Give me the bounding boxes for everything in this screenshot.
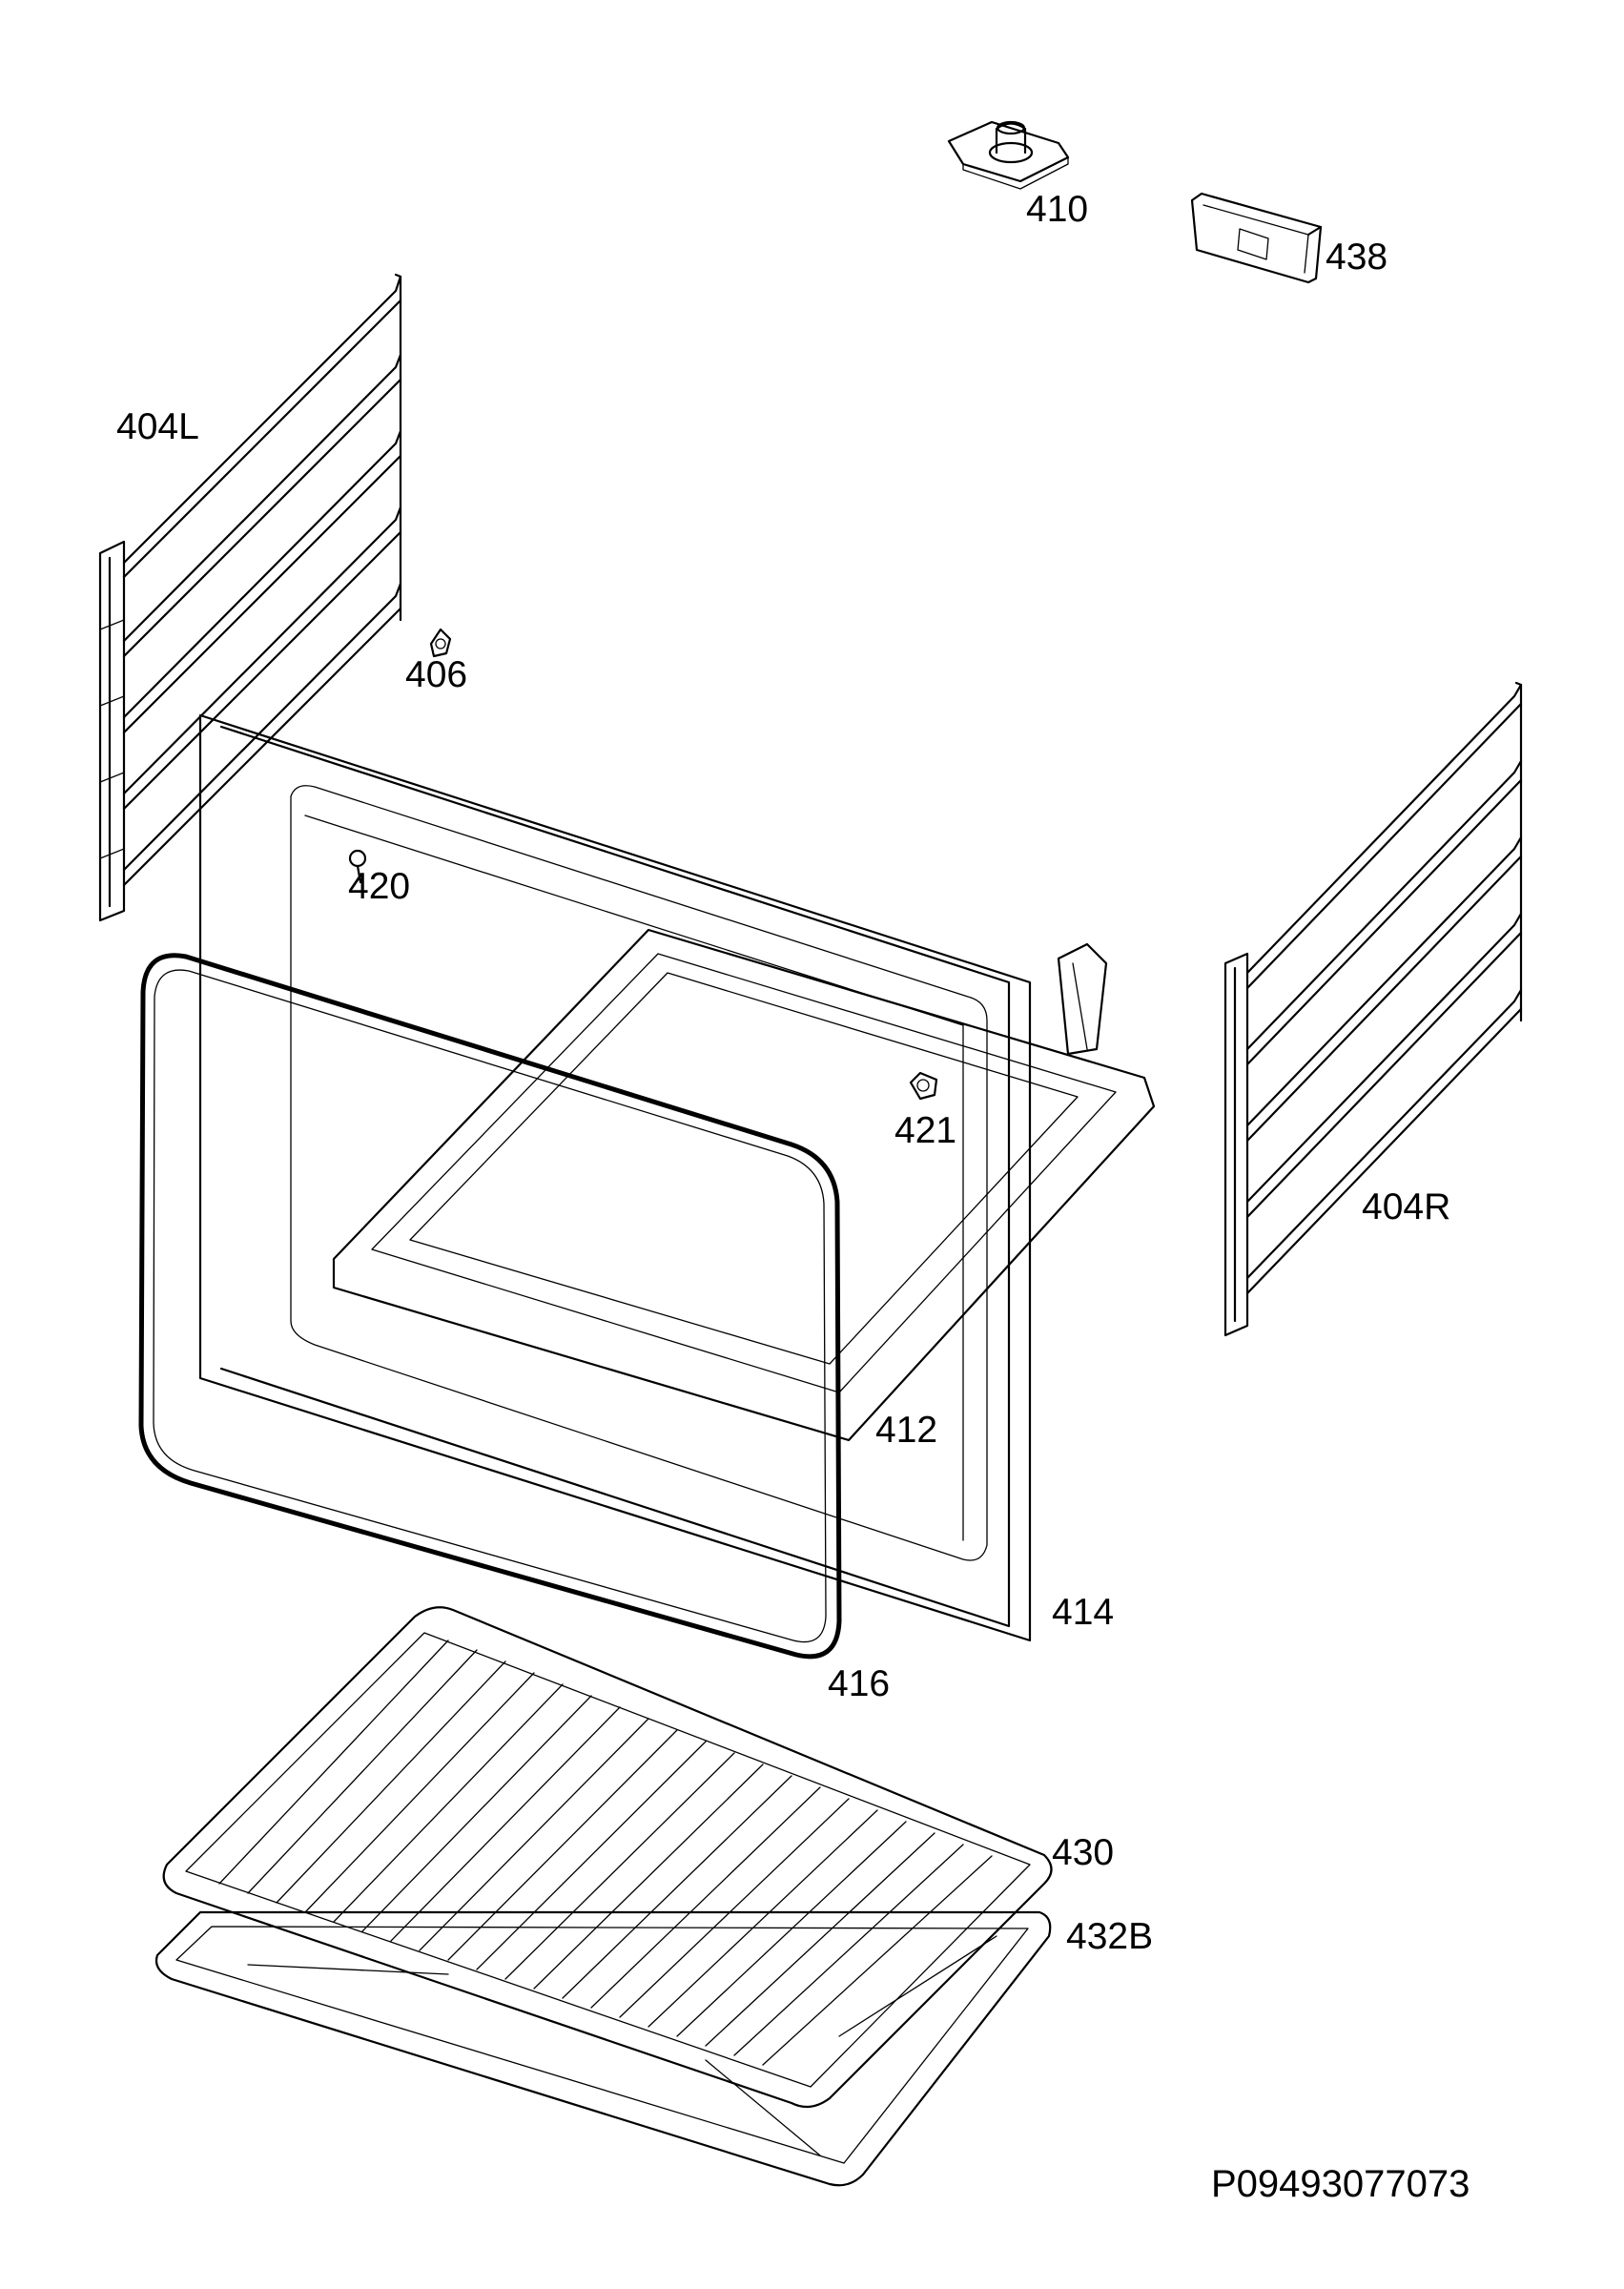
part-430-drawing (162, 1606, 1053, 2109)
callout-420: 420 (348, 866, 410, 907)
part-438-drawing (1190, 192, 1323, 284)
part-414-drawing (198, 713, 1032, 1642)
callout-410: 410 (1026, 189, 1088, 230)
part-416-drawing (138, 953, 842, 1660)
callout-404R: 404R (1362, 1186, 1450, 1227)
callout-412: 412 (875, 1410, 937, 1451)
part-404R-drawing (1223, 681, 1523, 1337)
part-412-drawing (332, 928, 1156, 1442)
callout-421: 421 (894, 1110, 956, 1151)
callout-404L: 404L (116, 406, 199, 447)
part-404L-drawing (98, 273, 402, 922)
callout-430: 430 (1052, 1832, 1114, 1873)
callout-416: 416 (828, 1663, 890, 1704)
callout-438: 438 (1326, 237, 1388, 278)
callout-414: 414 (1052, 1592, 1114, 1633)
document-id: P09493077073 (1211, 2163, 1470, 2205)
part-432B-drawing (154, 1910, 1052, 2187)
callout-406: 406 (405, 654, 467, 695)
part-420-drawing (348, 849, 367, 884)
callout-432B: 432B (1066, 1916, 1153, 1957)
part-421-drawing (909, 1071, 938, 1101)
part-410-drawing (947, 120, 1070, 190)
part-406-drawing (429, 628, 452, 658)
